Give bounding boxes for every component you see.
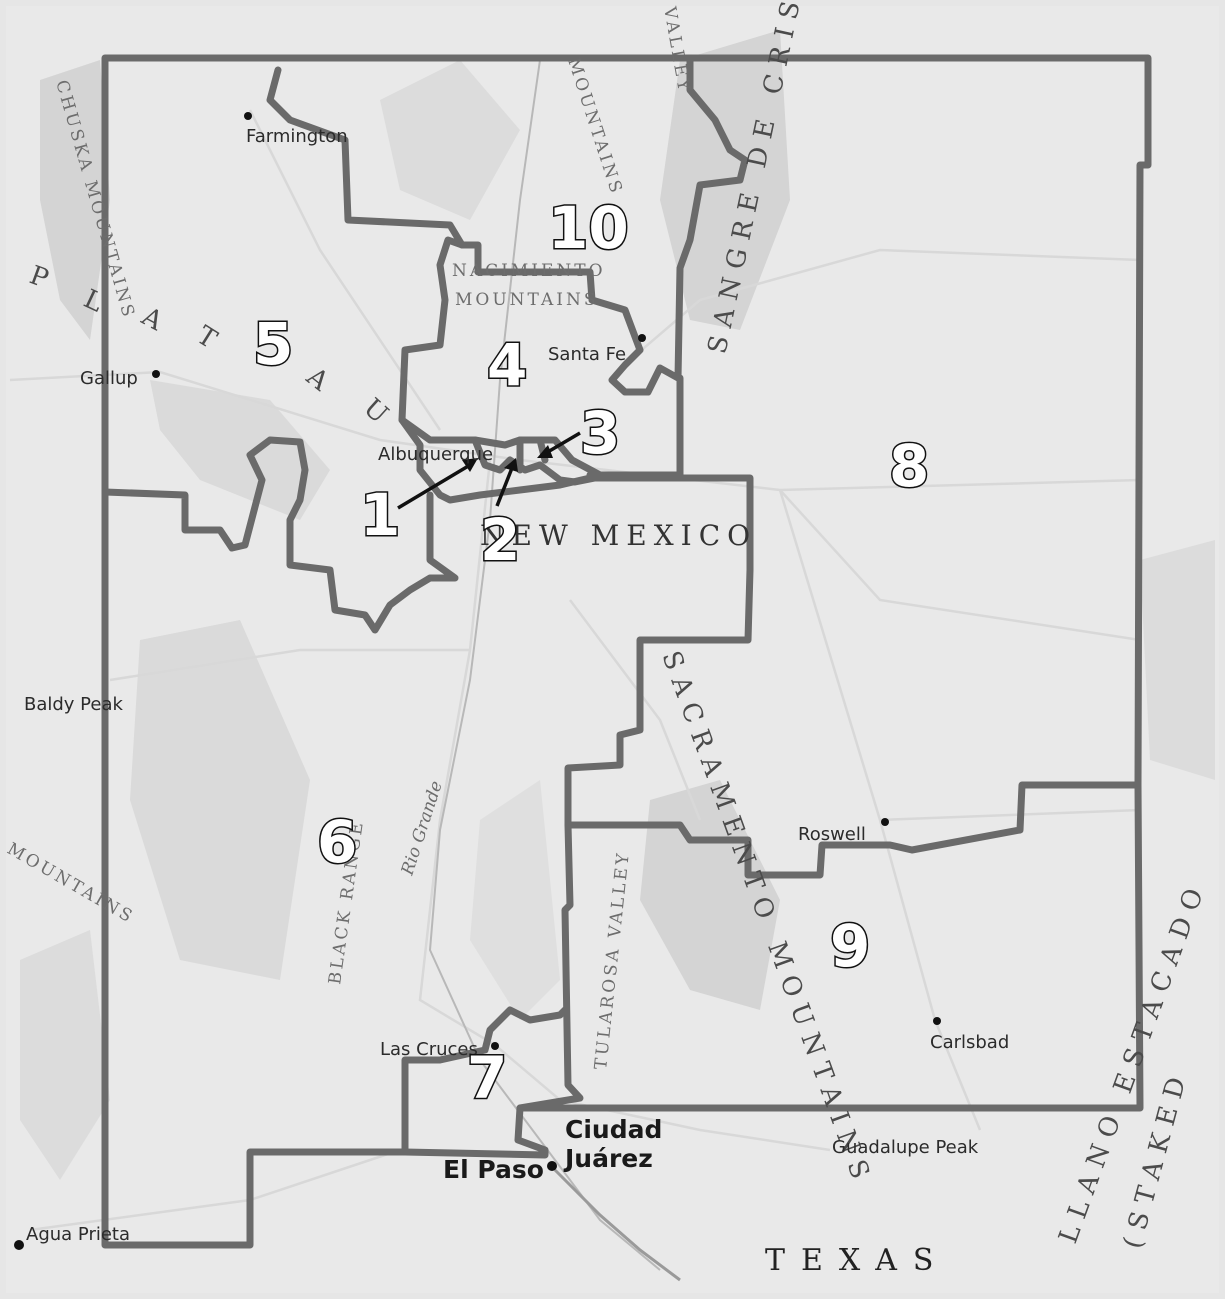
label-el-paso: El Paso <box>443 1155 544 1184</box>
river-bank <box>553 1168 681 1282</box>
arrow-district-2 <box>495 467 514 507</box>
city-dots <box>14 112 941 1250</box>
city-dot-santa-fe <box>638 334 646 342</box>
label-santa-fe: Santa Fe <box>548 344 626 365</box>
city-dot-agua-prieta <box>14 1240 24 1250</box>
district-label-10: 10 <box>548 194 629 262</box>
district-label-1: 1 <box>360 481 400 549</box>
label-las-cruces: Las Cruces <box>380 1039 478 1060</box>
label-carlsbad: Carlsbad <box>930 1032 1009 1053</box>
label-nacimiento-mountains: MOUNTAINS <box>455 290 598 310</box>
district-label-6: 6 <box>317 808 357 876</box>
district-boundaries <box>101 54 1152 1249</box>
district-label-9: 9 <box>830 912 870 980</box>
arrow-district-3 <box>545 431 581 455</box>
label-gallup: Gallup <box>80 368 138 389</box>
city-dot-gallup <box>152 370 160 378</box>
rio-grande-river <box>428 59 661 1271</box>
label-baldy-peak: Baldy Peak <box>24 694 123 715</box>
label-albuquerque: Albuquerque <box>378 444 493 465</box>
city-dot-farmington <box>244 112 252 120</box>
district-label-5: 5 <box>253 310 293 378</box>
city-dot-roswell <box>881 818 889 826</box>
city-dot-el-paso <box>547 1161 557 1171</box>
district-label-8: 8 <box>889 432 929 500</box>
roads <box>9 109 1141 1232</box>
city-dot-las-cruces <box>491 1042 499 1050</box>
label-new-mexico: NEW MEXICO <box>480 519 757 552</box>
arrow-head-3 <box>537 445 553 458</box>
label-agua-prieta: Agua Prieta <box>26 1224 130 1245</box>
arrow-head-1 <box>462 458 478 472</box>
terrain-shading <box>20 30 1215 1180</box>
label-texas: TEXAS <box>765 1243 949 1278</box>
district-label-4: 4 <box>487 331 527 399</box>
district-label-2: 2 <box>480 506 520 574</box>
label-nacimiento: NACIMIENTO <box>452 261 606 281</box>
arrow-district-1 <box>397 463 471 510</box>
label-juarez: Juárez <box>563 1144 653 1173</box>
arrow-head-2 <box>504 458 518 472</box>
label-farmington: Farmington <box>246 126 348 147</box>
label-ciudad: Ciudad <box>565 1115 662 1144</box>
district-label-7: 7 <box>467 1044 507 1112</box>
label-guadalupe-peak: Guadalupe Peak <box>832 1137 979 1158</box>
label-roswell: Roswell <box>798 824 866 845</box>
district-arrows <box>397 431 581 510</box>
city-dot-carlsbad <box>933 1017 941 1025</box>
district-label-3: 3 <box>580 399 620 467</box>
